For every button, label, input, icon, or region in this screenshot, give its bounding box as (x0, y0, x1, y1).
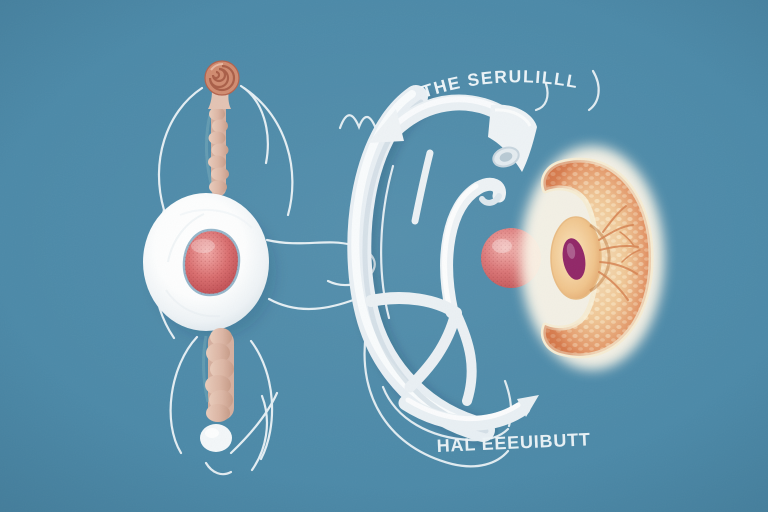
anatomy-illustration: THE SERULILLL HAL EEEUIBUTT (0, 0, 768, 512)
illustration-canvas: THE SERULILLL HAL EEEUIBUTT (0, 0, 768, 512)
grain-overlay (0, 0, 768, 512)
